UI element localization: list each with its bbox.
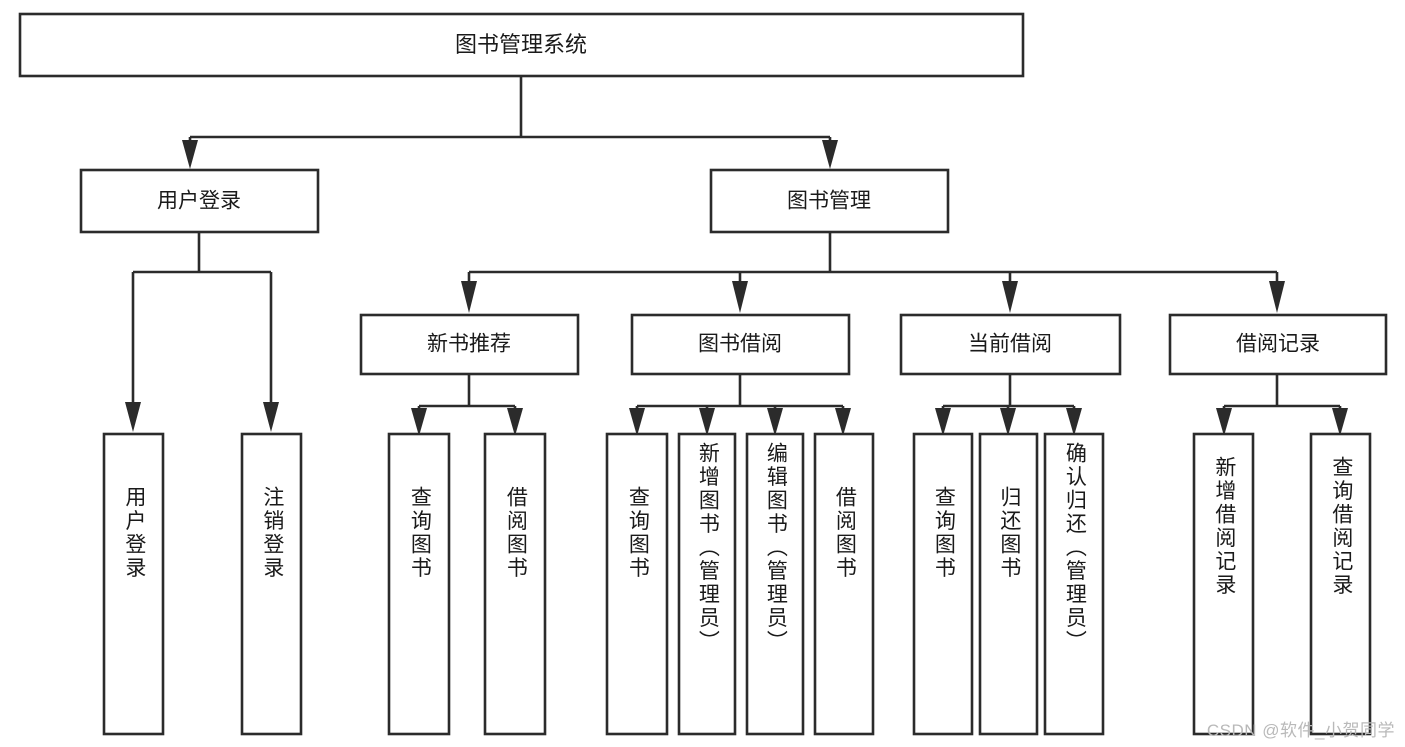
arrowhead-to-book-manage: [822, 140, 838, 169]
arrowhead-to-book-borrow: [732, 281, 748, 313]
connector-root-to-level2: [182, 77, 838, 169]
node-new-book-recommend[interactable]: [359, 313, 580, 376]
node-leaf-user-login[interactable]: [102, 432, 165, 736]
arrowhead-leaf-borrow-book-2: [835, 408, 851, 436]
node-leaf-borrow-book-new[interactable]: [483, 432, 547, 736]
connector-bookborrow-to-leaves: [629, 374, 851, 436]
arrowhead-to-current-borrow: [1002, 281, 1018, 313]
node-user-login-label: 用户登录: [157, 190, 241, 213]
arrowhead-leaf-logout: [263, 402, 279, 432]
connector-userlogin-to-leaves: [125, 232, 279, 432]
node-root-system[interactable]: [18, 12, 1025, 78]
arrowhead-leaf-query-record: [1332, 408, 1348, 436]
arrowhead-to-user-login: [182, 140, 198, 169]
arrowhead-leaf-query-book-2: [629, 408, 645, 436]
connector-bookmanage-to-level3: [461, 232, 1285, 313]
node-leaf-query-book-borrow[interactable]: [605, 432, 669, 736]
node-book-borrow-label: 图书借阅: [698, 333, 782, 356]
node-root-system-label: 图书管理系统: [455, 32, 587, 57]
arrowhead-leaf-confirm-return: [1066, 408, 1082, 436]
arrowhead-leaf-return-book: [1000, 408, 1016, 436]
node-leaf-add-book[interactable]: [677, 432, 737, 736]
connector-currentborrow-to-leaves: [935, 374, 1082, 436]
node-borrow-record[interactable]: [1168, 313, 1388, 376]
node-leaf-return-book[interactable]: [978, 432, 1039, 736]
node-new-book-recommend-label: 新书推荐: [427, 333, 511, 356]
node-book-manage-label: 图书管理: [787, 190, 871, 213]
node-leaf-borrow-book[interactable]: [813, 432, 875, 736]
arrowhead-leaf-borrow-book-1: [507, 408, 523, 436]
node-leaf-query-book-new[interactable]: [387, 432, 451, 736]
node-leaf-add-borrow-record[interactable]: [1192, 432, 1255, 736]
arrowhead-leaf-edit-book: [767, 408, 783, 436]
arrowhead-leaf-user-login: [125, 402, 141, 432]
csdn-watermark: CSDN @软件_小贺同学: [1206, 721, 1395, 740]
connector-newbook-to-leaves: [411, 374, 523, 436]
arrowhead-to-borrow-record: [1269, 281, 1285, 313]
arrowhead-leaf-query-book-1: [411, 408, 427, 436]
node-leaf-query-borrow-record[interactable]: [1309, 432, 1372, 736]
node-leaf-confirm-return[interactable]: [1043, 432, 1105, 736]
node-user-login[interactable]: [79, 168, 320, 234]
arrowhead-leaf-add-book: [699, 408, 715, 436]
arrowhead-leaf-query-book-3: [935, 408, 951, 436]
arrowhead-to-new-book: [461, 281, 477, 313]
node-borrow-record-label: 借阅记录: [1236, 333, 1320, 356]
connector-borrowrecord-to-leaves: [1216, 374, 1348, 436]
arrowhead-leaf-add-record: [1216, 408, 1232, 436]
node-leaf-edit-book[interactable]: [745, 432, 805, 736]
node-current-borrow-label: 当前借阅: [968, 333, 1052, 356]
node-leaf-query-book-current[interactable]: [912, 432, 974, 736]
node-book-manage[interactable]: [709, 168, 950, 234]
node-current-borrow[interactable]: [899, 313, 1122, 376]
node-leaf-logout[interactable]: [240, 432, 303, 736]
node-book-borrow[interactable]: [630, 313, 851, 376]
